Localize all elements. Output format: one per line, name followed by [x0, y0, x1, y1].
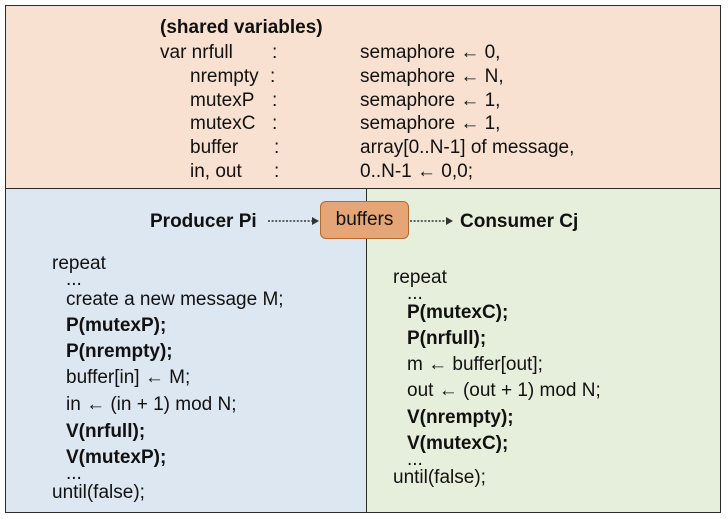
producer-code-line: in ← (in + 1) mod N; — [66, 394, 237, 415]
shared-var-value: semaphore ← 1, — [360, 90, 501, 111]
shared-var-name: nrempty — [190, 66, 259, 87]
shared-var-name: mutexC — [190, 113, 256, 134]
shared-var-colon: : — [274, 161, 280, 182]
consumer-code-line: ... — [407, 449, 423, 470]
shared-var-value: semaphore ← 1, — [360, 113, 501, 134]
shared-var-colon: : — [272, 90, 278, 111]
consumer-code-line: ... — [407, 283, 423, 304]
shared-var-value: 0..N-1 ← 0,0; — [360, 161, 473, 182]
consumer-panel — [366, 188, 721, 513]
shared-variables-title: (shared variables) — [160, 17, 323, 38]
shared-var-value: semaphore ← N, — [360, 66, 504, 87]
producer-code-line: repeat — [52, 253, 106, 274]
consumer-code-line: until(false); — [393, 467, 486, 488]
producer-panel — [5, 188, 367, 513]
shared-var-value: array[0..N-1] of message, — [360, 137, 575, 158]
producer-code-line: create a new message M; — [66, 289, 284, 310]
shared-var-colon: : — [270, 66, 276, 87]
producer-code-line: V(nrfull); — [66, 421, 146, 442]
shared-var-name: mutexP — [190, 90, 255, 111]
producer-label: Producer Pi — [150, 211, 257, 232]
shared-variables-panel — [5, 5, 721, 189]
shared-var-name: buffer — [190, 137, 239, 158]
shared-var-colon: : — [272, 42, 278, 63]
producer-code-line: ... — [66, 269, 82, 290]
shared-var-name: var nrfull — [160, 42, 233, 63]
producer-code-line: ... — [66, 463, 82, 484]
consumer-code-line: V(nrempty); — [407, 407, 514, 428]
consumer-code-line: V(mutexC); — [407, 433, 509, 454]
producer-code-line: until(false); — [52, 482, 145, 503]
producer-code-line: P(nrempty); — [66, 341, 173, 362]
shared-var-colon: : — [274, 137, 280, 158]
producer-arrow — [268, 217, 319, 225]
producer-code-line: buffer[in] ← M; — [66, 367, 191, 388]
producer-code-line: P(mutexP); — [66, 315, 167, 336]
consumer-code-line: out ← (out + 1) mod N; — [407, 380, 601, 401]
shared-var-name: in, out — [190, 161, 242, 182]
consumer-label: Consumer Cj — [460, 211, 579, 232]
consumer-code-line: m ← buffer[out]; — [407, 354, 543, 375]
shared-var-colon: : — [272, 113, 278, 134]
consumer-code-line: P(nrfull); — [407, 328, 487, 349]
consumer-arrow — [410, 217, 453, 225]
producer-code-line: V(mutexP); — [66, 447, 167, 468]
shared-var-value: semaphore ← 0, — [360, 42, 501, 63]
consumer-code-line: repeat — [393, 267, 447, 288]
buffers-box: buffers — [320, 201, 409, 239]
consumer-code-line: P(mutexC); — [407, 302, 509, 323]
